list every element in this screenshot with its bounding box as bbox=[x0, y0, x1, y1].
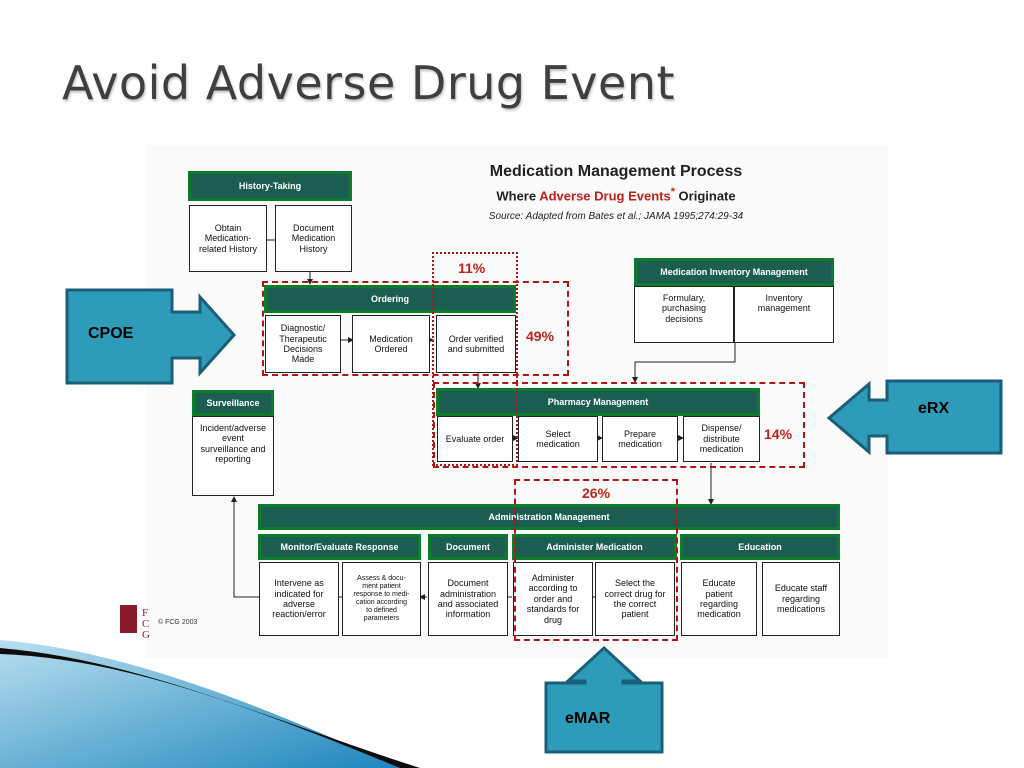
administration-header: Administration Management bbox=[258, 504, 840, 530]
ordering-header: Ordering bbox=[264, 285, 516, 313]
medication-ordered-box: Medication Ordered bbox=[352, 315, 430, 373]
pharmacy-header: Pharmacy Management bbox=[436, 388, 760, 416]
document-medication-history-box: Document Medication History bbox=[275, 205, 352, 272]
diagnostic-decisions-box: Diagnostic/ Therapeutic Decisions Made bbox=[265, 315, 341, 373]
highlight-ordering bbox=[262, 281, 569, 376]
administer-header: Administer Medication bbox=[512, 534, 677, 560]
administer-according-box: Administer according to order and standa… bbox=[513, 562, 593, 636]
percent-14: 14% bbox=[764, 426, 793, 442]
fcg-logo: F C G bbox=[120, 605, 150, 641]
select-medication-box: Select medication bbox=[518, 416, 598, 462]
inventory-header: Medication Inventory Management bbox=[634, 258, 834, 286]
highlight-pharmacy bbox=[433, 382, 805, 468]
formulary-box: Formulary, purchasing decisions bbox=[634, 286, 734, 343]
svg-text:G: G bbox=[142, 629, 150, 641]
surveillance-header: Surveillance bbox=[192, 390, 274, 416]
intervene-box: Intervene as indicated for adverse react… bbox=[259, 562, 339, 636]
inventory-management-box: Inventory management bbox=[734, 286, 834, 343]
figure-title: Medication Management Process bbox=[489, 163, 743, 180]
cpoe-label: CPOE bbox=[88, 325, 134, 342]
prepare-medication-box: Prepare medication bbox=[602, 416, 678, 462]
subtitle-prefix: Where bbox=[496, 188, 540, 204]
figure-subtitle: Where Adverse Drug Events* Originate bbox=[436, 186, 796, 203]
slide-title: Avoid Adverse Drug Event bbox=[62, 56, 676, 110]
svg-text:C: C bbox=[142, 618, 149, 630]
percent-11: 11% bbox=[458, 260, 486, 276]
educate-staff-box: Educate staff regarding medications bbox=[762, 562, 840, 636]
figure-source: Source: Adapted from Bates et al.; JAMA … bbox=[488, 211, 744, 222]
surveillance-box: Incident/adverse event surveillance and … bbox=[192, 416, 274, 496]
monitor-header: Monitor/Evaluate Response bbox=[258, 534, 421, 560]
emar-label: eMAR bbox=[565, 710, 611, 727]
document-administration-box: Document administration and associated i… bbox=[428, 562, 508, 636]
subtitle-suffix: Originate bbox=[674, 188, 736, 204]
highlight-11-percent bbox=[432, 252, 518, 466]
obtain-medication-history-box: Obtain Medication- related History bbox=[189, 205, 267, 272]
svg-text:F: F bbox=[142, 607, 148, 619]
educate-patient-box: Educate patient regarding medication bbox=[681, 562, 757, 636]
document-header: Document bbox=[428, 534, 508, 560]
cpoe-callout-arrow bbox=[65, 288, 237, 385]
highlight-administer bbox=[514, 479, 678, 641]
order-verified-box: Order verified and submitted bbox=[436, 315, 516, 373]
evaluate-order-box: Evaluate order bbox=[437, 416, 513, 462]
subtitle-highlight: Adverse Drug Events bbox=[539, 188, 671, 204]
dispense-medication-box: Dispense/ distribute medication bbox=[683, 416, 760, 462]
decorative-swoosh bbox=[0, 640, 420, 768]
select-correct-drug-box: Select the correct drug for the correct … bbox=[595, 562, 675, 636]
copyright: © FCG 2003 bbox=[158, 619, 198, 626]
erx-label: eRX bbox=[918, 400, 950, 417]
history-taking-header: History-Taking bbox=[188, 171, 352, 201]
erx-callout-arrow bbox=[826, 379, 1003, 456]
subtitle-mark: * bbox=[670, 186, 675, 198]
emar-callout-arrow bbox=[544, 645, 664, 754]
percent-49: 49% bbox=[526, 328, 555, 344]
percent-26: 26% bbox=[582, 485, 611, 501]
education-header: Education bbox=[680, 534, 840, 560]
assess-response-box: Assess & docu- ment patient response to … bbox=[342, 562, 421, 636]
